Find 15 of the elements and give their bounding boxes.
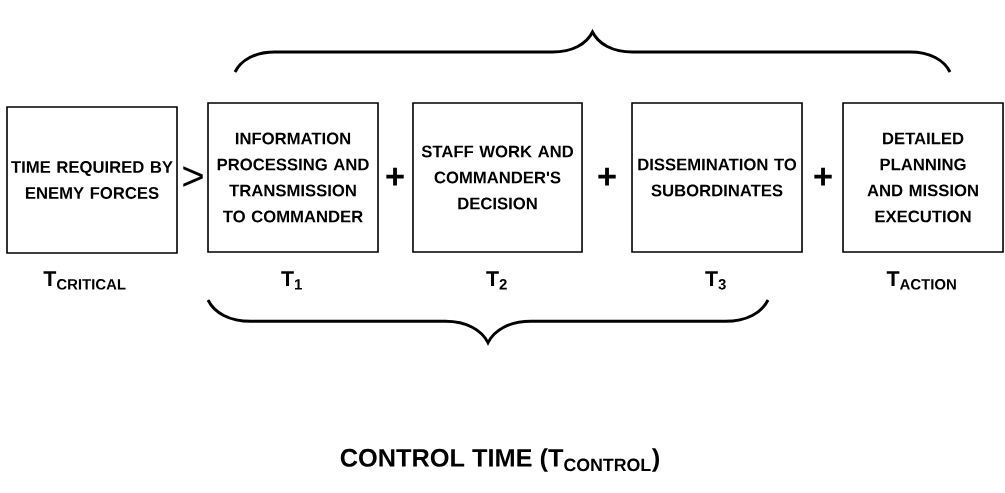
time-label: T$_{CRITICAL}$: [43, 271, 126, 290]
time-label: T$_{ACTION}$: [886, 271, 956, 290]
brace-label: CONTROL TIME (T$_{CONTROL}$): [340, 448, 659, 472]
plus-sign: +: [814, 167, 832, 186]
plus-sign: +: [386, 167, 404, 186]
greater-than-sign: >: [183, 166, 203, 187]
time-label: T$_{1}$: [281, 271, 302, 290]
time-label: T$_{3}$: [705, 271, 726, 290]
process-box: DETAILED PLANNING AND MISSION EXECUTION: [842, 102, 1004, 253]
process-box: TIME REQUIRED BY ENEMY FORCES: [6, 106, 178, 254]
process-box: STAFF WORK AND COMMANDER'S DECISION: [412, 102, 583, 253]
process-box: DISSEMINATION TO SUBORDINATES: [631, 102, 803, 253]
time-label: T$_{2}$: [486, 271, 507, 290]
process-box: INFORMATION PROCESSING AND TRANSMISSION TO COMMANDER: [207, 102, 379, 253]
plus-sign: +: [598, 167, 616, 186]
